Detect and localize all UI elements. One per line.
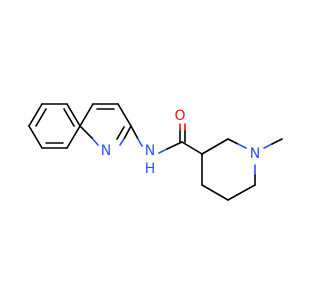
bond — [66, 103, 81, 127]
bond — [117, 103, 132, 127]
bond — [201, 184, 229, 201]
bond — [237, 143, 247, 149]
quinoline-pyridine-ring — [79, 103, 132, 146]
piperidine-ring — [201, 138, 283, 201]
double-bond-inner — [116, 126, 125, 140]
bond — [227, 184, 256, 201]
bond — [66, 125, 81, 149]
double-bond-inner — [63, 108, 75, 127]
bond — [123, 125, 132, 140]
bond — [158, 148, 168, 154]
bond — [181, 141, 203, 155]
piperidine-nitrogen-label: N — [250, 146, 260, 162]
quinoline-benzo-ring — [28, 103, 81, 149]
double-bond-inner — [35, 108, 47, 127]
quinoline-nitrogen-label: N — [101, 143, 111, 159]
bond — [137, 138, 143, 147]
amide-hydrogen-label: H — [145, 161, 156, 177]
bond — [91, 137, 99, 146]
bond — [227, 138, 239, 145]
bond — [166, 141, 183, 150]
oxygen-atom-label: O — [174, 108, 185, 124]
bond — [130, 125, 139, 140]
bond — [201, 138, 229, 155]
amide-nitrogen-label: N — [145, 143, 155, 159]
bond — [79, 125, 93, 139]
bond — [28, 125, 43, 149]
bond — [119, 138, 125, 146]
bond — [263, 143, 273, 149]
bond — [28, 103, 43, 127]
methyl-bond — [271, 138, 283, 145]
bond — [79, 103, 94, 127]
amide-linkage — [130, 123, 203, 155]
molecule-structure-diagram: O N H N N — [28, 103, 283, 201]
